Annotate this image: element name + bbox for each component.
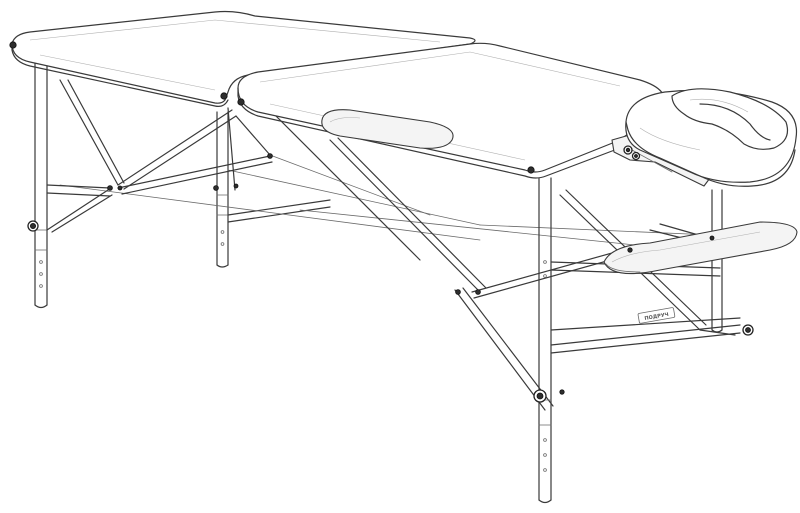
center-left-bars — [117, 107, 273, 195]
hand-hole — [321, 109, 454, 149]
hardware-knobs — [9, 41, 754, 403]
front-left-leg — [34, 61, 48, 309]
back-frame-bars — [59, 154, 713, 246]
brand-logo-text: ПОДРУЧ — [644, 312, 669, 322]
back-right-leg — [711, 189, 723, 333]
face-cradle — [611, 88, 798, 187]
brand-logo: ПОДРУЧ — [637, 307, 676, 324]
back-left-leg — [216, 111, 229, 268]
left-end-frame — [46, 79, 237, 233]
arm-rest — [603, 221, 798, 275]
front-right-leg — [538, 177, 552, 504]
